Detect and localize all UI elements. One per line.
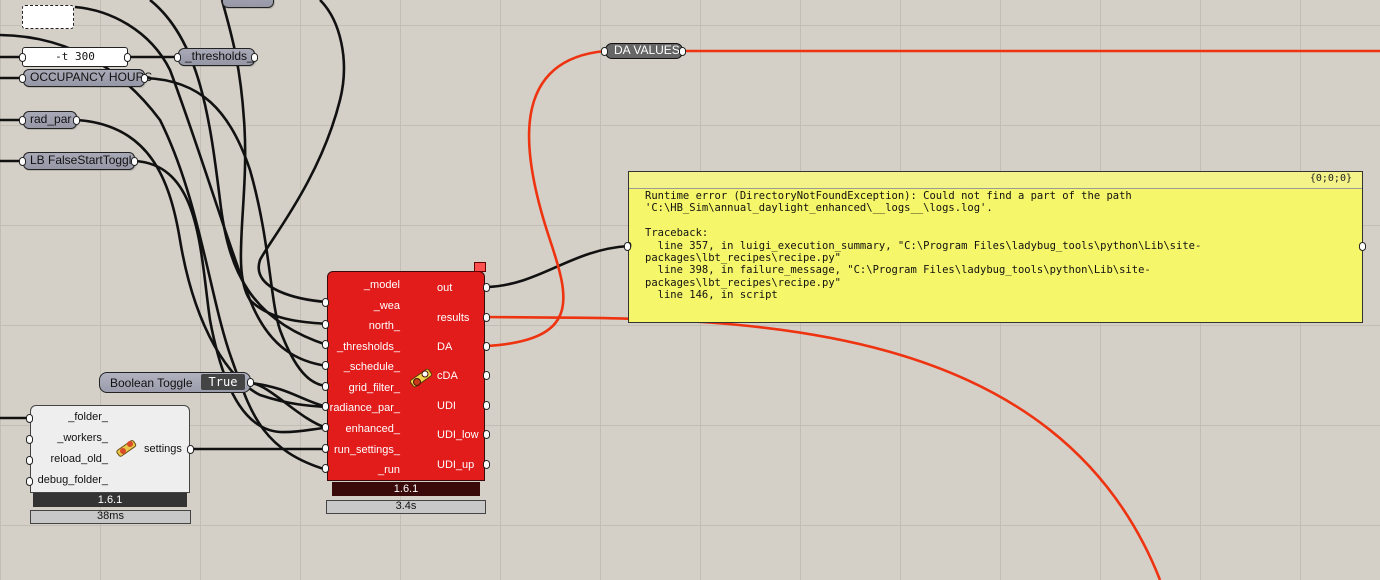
input-run: _run xyxy=(377,464,400,476)
port-occupancy-out[interactable] xyxy=(141,74,148,83)
param-lb-false-start-toggle[interactable]: LB FalseStartToggle xyxy=(23,152,139,170)
port-rad-par-out[interactable] xyxy=(73,116,80,125)
input-grid-filter: grid_filter_ xyxy=(348,382,400,394)
input-enhanced: enhanced_ xyxy=(345,423,400,435)
output-results: results xyxy=(437,312,470,324)
input-debug-folder: debug_folder_ xyxy=(37,474,108,486)
output-udi-up: UDI_up xyxy=(437,459,475,471)
settings-timer: 38ms xyxy=(30,510,191,524)
daylight-version: 1.6.1 xyxy=(332,482,480,496)
port-false-start-in[interactable] xyxy=(19,157,26,166)
port-enhanced[interactable] xyxy=(322,423,329,432)
port-udi[interactable] xyxy=(483,401,490,410)
param-rad-par[interactable]: rad_par xyxy=(23,111,77,129)
error-flag-icon xyxy=(474,262,486,272)
error-panel[interactable]: {0;0;0} 0 Runtime error (DirectoryNotFou… xyxy=(626,171,1363,323)
port-thresholds-param-in[interactable] xyxy=(174,53,181,62)
param-cut-top[interactable] xyxy=(222,0,274,8)
input-wea: _wea xyxy=(373,300,400,312)
output-out: out xyxy=(437,282,453,294)
port-thresholds-param-out[interactable] xyxy=(251,53,258,62)
port-out[interactable] xyxy=(483,283,490,292)
boolean-toggle-label: Boolean Toggle xyxy=(110,376,193,390)
wire-false-start xyxy=(134,159,328,434)
wire-schedule-top xyxy=(74,5,328,368)
port-thresholds[interactable] xyxy=(322,340,329,349)
port-run[interactable] xyxy=(322,464,329,473)
input-run-settings: run_settings_ xyxy=(333,444,400,456)
param-da-values-label: DA VALUES xyxy=(614,43,680,57)
output-settings: settings xyxy=(144,443,182,455)
port-model[interactable] xyxy=(322,298,329,307)
port-debug-folder[interactable] xyxy=(26,477,33,486)
threshold-panel-value: -t 300 xyxy=(55,50,95,63)
port-da-values-in[interactable] xyxy=(601,47,608,56)
param-rad-par-label: rad_par xyxy=(30,112,72,126)
input-model: _model xyxy=(363,279,400,291)
input-thresholds: _thresholds_ xyxy=(337,341,400,353)
input-reload-old: reload_old_ xyxy=(50,453,109,465)
wire-out xyxy=(486,244,629,289)
port-occupancy-in[interactable] xyxy=(19,74,26,83)
port-schedule[interactable] xyxy=(322,361,329,370)
output-udi: UDI xyxy=(437,400,456,412)
port-da-values-out[interactable] xyxy=(679,47,686,56)
port-folder[interactable] xyxy=(26,414,33,423)
run-settings-component[interactable]: _folder_ _workers_ reload_old_ debug_fol… xyxy=(30,405,190,493)
threshold-panel[interactable]: -t 300 xyxy=(22,47,128,67)
ladybug-daylight-icon xyxy=(409,368,433,388)
port-error-panel-out[interactable] xyxy=(1359,242,1366,251)
param-occupancy-label: OCCUPANCY HOURS xyxy=(30,70,153,84)
output-cda: cDA xyxy=(437,370,458,382)
port-reload-old[interactable] xyxy=(26,456,33,465)
input-north: north_ xyxy=(368,320,400,332)
wire-results xyxy=(486,315,1162,580)
port-rad-par-in[interactable] xyxy=(19,116,26,125)
annual-daylight-enhanced-component[interactable]: _model _wea north_ _thresholds_ _schedul… xyxy=(327,271,485,481)
port-run-settings[interactable] xyxy=(322,444,329,453)
port-udi-up[interactable] xyxy=(483,460,490,469)
port-threshold-panel-out[interactable] xyxy=(124,53,131,62)
settings-version: 1.6.1 xyxy=(33,493,187,507)
param-occupancy-hours[interactable]: OCCUPANCY HOURS xyxy=(23,69,152,87)
input-radiance-par: radiance_par_ xyxy=(329,402,400,414)
wire-model xyxy=(257,0,346,304)
port-toggle-out[interactable] xyxy=(247,378,254,387)
error-panel-text: Runtime error (DirectoryNotFoundExceptio… xyxy=(645,190,1202,302)
port-false-start-out[interactable] xyxy=(131,157,138,166)
port-workers[interactable] xyxy=(26,435,33,444)
param-thresholds[interactable]: _thresholds_ xyxy=(178,48,255,66)
port-cda[interactable] xyxy=(483,371,490,380)
param-false-start-label: LB FalseStartToggle xyxy=(30,153,139,167)
input-folder: _folder_ xyxy=(68,411,108,423)
boolean-toggle-value[interactable]: True xyxy=(201,374,245,390)
port-grid-filter[interactable] xyxy=(322,382,329,391)
wire-occupancy xyxy=(144,76,328,388)
wire-toggle-2 xyxy=(250,381,328,409)
panel-blank[interactable] xyxy=(22,5,74,29)
daylight-timer: 3.4s xyxy=(326,500,486,514)
port-udi-low[interactable] xyxy=(483,430,490,439)
port-da[interactable] xyxy=(483,342,490,351)
wire-thresholds xyxy=(149,0,328,347)
port-results[interactable] xyxy=(483,313,490,322)
boolean-toggle[interactable]: Boolean Toggle True xyxy=(99,372,251,393)
output-udi-low: UDI_low xyxy=(437,429,479,441)
port-threshold-panel-in[interactable] xyxy=(19,53,26,62)
input-schedule: _schedule_ xyxy=(343,361,400,373)
port-wea[interactable] xyxy=(322,320,329,329)
wire-da xyxy=(486,49,606,348)
param-da-values[interactable]: DA VALUES xyxy=(605,43,683,59)
error-panel-path: {0;0;0} xyxy=(1309,173,1352,184)
port-settings-out[interactable] xyxy=(187,445,194,454)
error-panel-header: {0;0;0} xyxy=(629,172,1362,189)
param-thresholds-label: _thresholds_ xyxy=(185,49,254,63)
port-error-panel-in[interactable] xyxy=(624,242,631,251)
output-da: DA xyxy=(437,341,453,353)
input-workers: _workers_ xyxy=(57,432,108,444)
port-radiance-par[interactable] xyxy=(322,402,329,411)
settings-recipe-icon xyxy=(116,440,137,457)
